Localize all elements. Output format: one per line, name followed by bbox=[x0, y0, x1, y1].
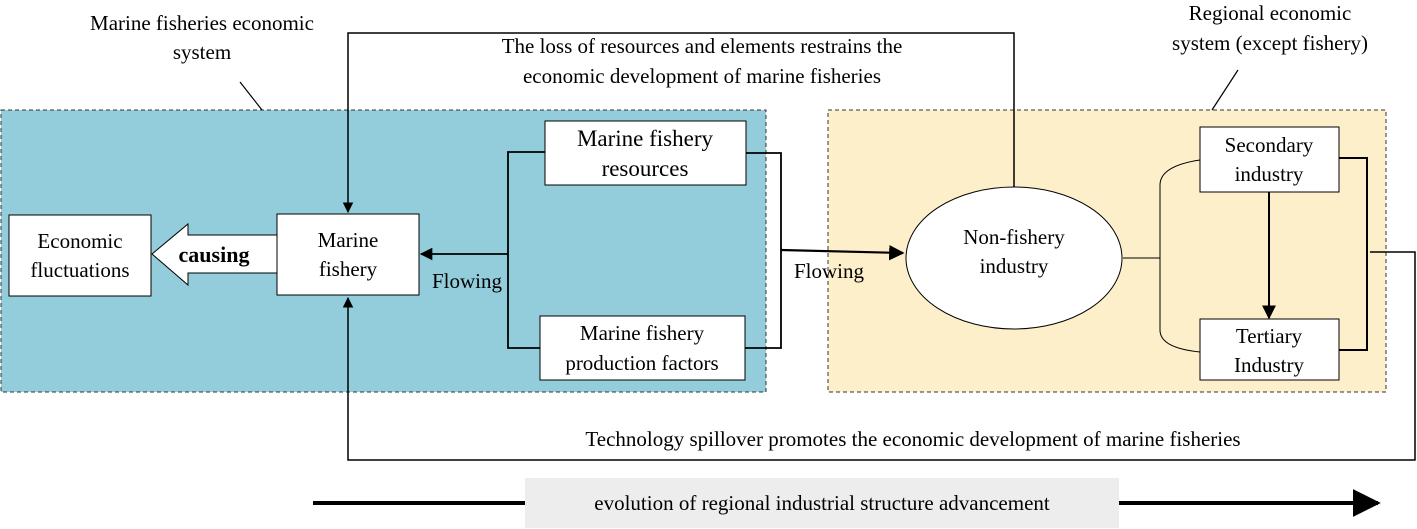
resources-label-2: resources bbox=[602, 156, 689, 181]
flowing-left-bracket bbox=[507, 151, 545, 349]
marine-system-label: Marine fisheries economic bbox=[90, 11, 314, 35]
production-factors-label: Marine fishery bbox=[580, 321, 705, 345]
economic-fluctuations-label-2: fluctuations bbox=[30, 258, 129, 282]
non-fishery-label-2: industry bbox=[980, 254, 1049, 278]
resources-box bbox=[544, 120, 747, 186]
causing-label: causing bbox=[179, 242, 250, 267]
flowing-right-arrow bbox=[780, 244, 905, 261]
top-feedback-connector bbox=[342, 32, 1015, 214]
resources-label: Marine fishery bbox=[577, 126, 714, 151]
marine-system-pointer bbox=[239, 81, 263, 111]
economic-fluctuations-box bbox=[8, 214, 152, 297]
marine-fishery-box bbox=[276, 213, 420, 296]
regional-system-pointer bbox=[1211, 69, 1239, 111]
evolution-banner bbox=[525, 478, 1119, 528]
marine-fishery-label: Marine bbox=[318, 228, 379, 252]
industry-bracket bbox=[1339, 157, 1368, 351]
marine-fishery-label-2: fishery bbox=[319, 257, 378, 281]
brace bbox=[1159, 159, 1201, 353]
causing-arrow bbox=[151, 222, 278, 287]
flowing-right-label: Flowing bbox=[794, 259, 865, 283]
flowing-left-label: Flowing bbox=[432, 269, 503, 293]
tertiary-industry-label-2: Industry bbox=[1234, 353, 1304, 377]
bottom-flow-label: Technology spillover promotes the econom… bbox=[585, 427, 1240, 451]
regional-system-label: Regional economic bbox=[1189, 1, 1352, 25]
tertiary-industry-label: Tertiary bbox=[1236, 324, 1303, 348]
economic-fluctuations-label: Economic bbox=[37, 229, 122, 253]
regional-system-label-2: system (except fishery) bbox=[1172, 31, 1368, 55]
non-fishery-label: Non-fishery bbox=[963, 225, 1065, 249]
production-factors-label-2: production factors bbox=[565, 351, 718, 375]
secondary-industry-label: Secondary bbox=[1225, 133, 1314, 157]
secondary-industry-label-2: industry bbox=[1235, 162, 1304, 186]
top-flow-label: The loss of resources and elements restr… bbox=[502, 34, 903, 58]
secondary-industry-box bbox=[1199, 126, 1340, 193]
bottom-feedback-connector bbox=[342, 251, 1416, 461]
production-factors-box bbox=[539, 315, 746, 381]
top-flow-label-2: economic development of marine fisheries bbox=[523, 64, 881, 88]
marine-system-label-2: system bbox=[173, 40, 231, 64]
tertiary-industry-box bbox=[1199, 318, 1340, 381]
non-fishery-ellipse bbox=[905, 186, 1123, 330]
evolution-label: evolution of regional industrial structu… bbox=[594, 491, 1050, 515]
